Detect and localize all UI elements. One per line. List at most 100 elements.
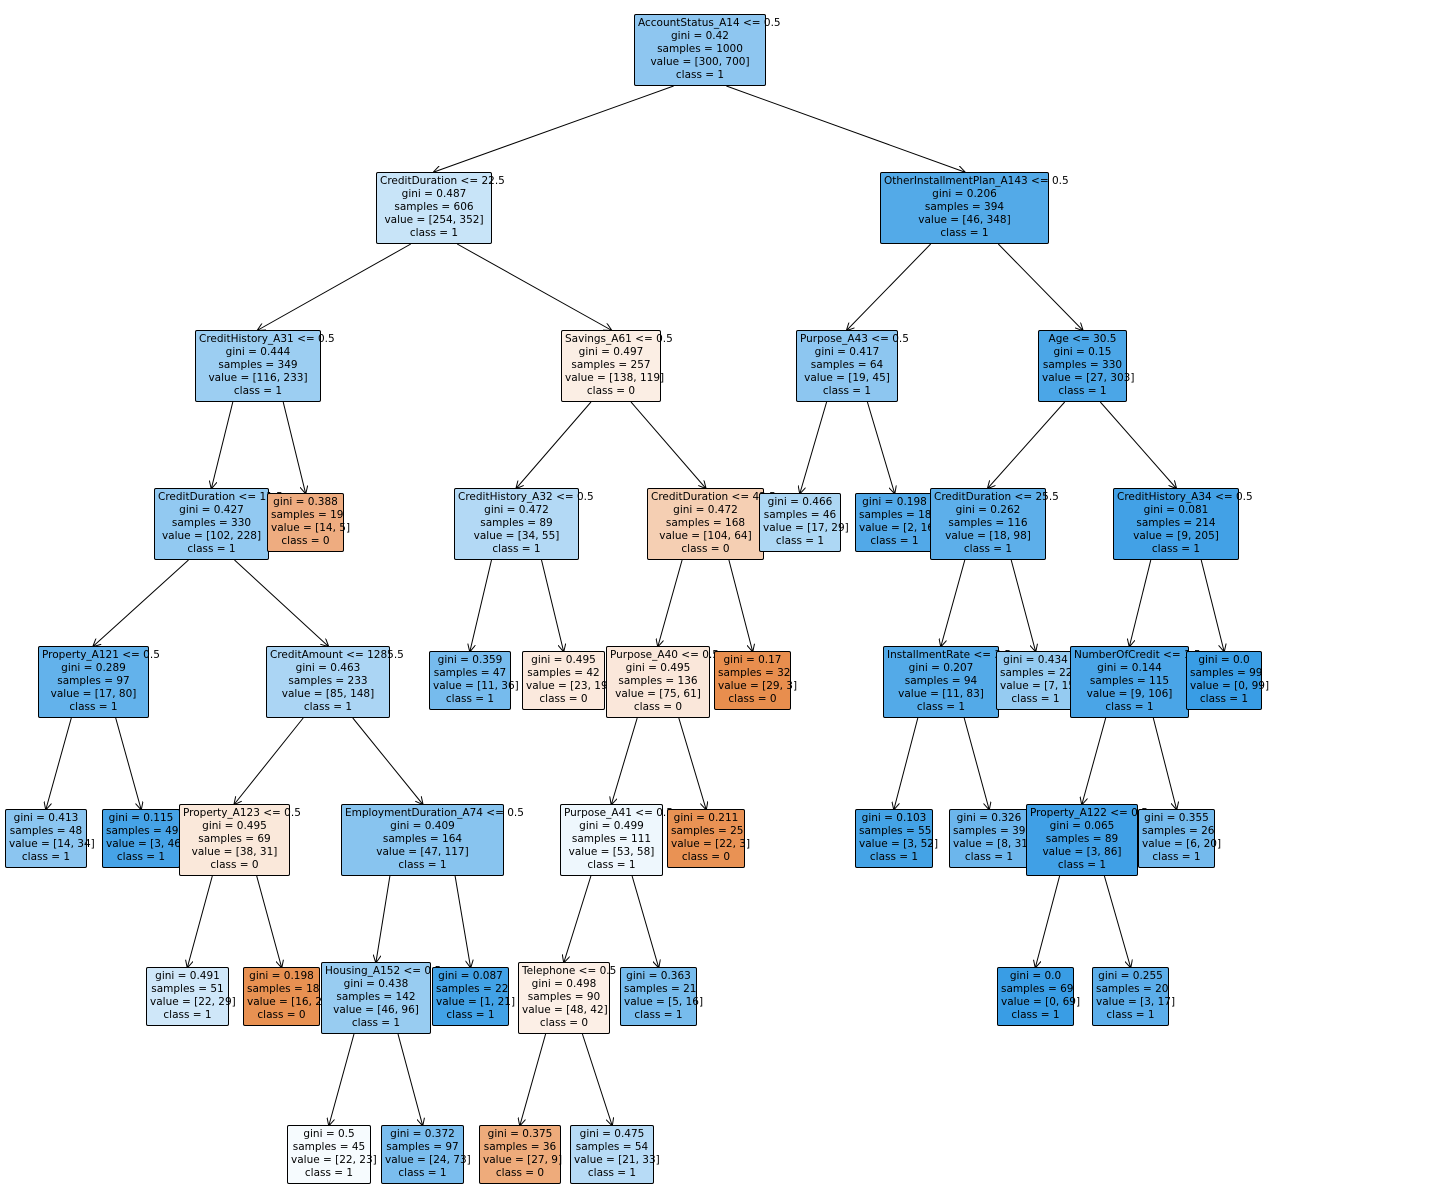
tree-node-line: value = [11, 83] xyxy=(898,688,984,700)
tree-node-line: value = [75, 61] xyxy=(615,688,701,700)
tree-node-line: gini = 0.413 xyxy=(13,812,79,824)
tree-node-line: value = [27, 303] xyxy=(1042,372,1135,384)
tree-node-line: Property_A121 <= 0.5 xyxy=(42,649,160,661)
tree-node-line: samples = 18 xyxy=(859,509,932,521)
tree-node-line: samples = 39 xyxy=(953,825,1026,837)
tree-node-line: value = [138, 119] xyxy=(565,372,665,384)
tree-node-line: AccountStatus_A14 <= 0.5 xyxy=(638,17,781,29)
tree-node-line: class = 1 xyxy=(445,693,495,705)
tree-node-line: class = 1 xyxy=(940,227,989,239)
tree-node-line: value = [8, 31] xyxy=(953,838,1033,850)
tree-node-line: samples = 142 xyxy=(336,991,416,1003)
tree-node-line: class = 1 xyxy=(675,69,725,81)
tree-node-line: value = [38, 31] xyxy=(191,846,278,858)
tree-node-line: value = [18, 98] xyxy=(945,530,1031,542)
tree-node-line: class = 1 xyxy=(303,701,353,713)
tree-node-line: value = [29, 3] xyxy=(718,680,798,692)
tree-node-line: gini = 0.326 xyxy=(956,812,1022,824)
tree-node-line: gini = 0.0 xyxy=(1198,654,1250,666)
tree-node-line: samples = 349 xyxy=(218,359,298,371)
tree-node-line: class = 1 xyxy=(1105,701,1154,713)
tree-node-line: samples = 25 xyxy=(671,825,744,837)
tree-node-line: samples = 97 xyxy=(386,1141,459,1153)
tree-edge-n19-n30 xyxy=(678,717,706,809)
tree-node-line: samples = 1000 xyxy=(657,43,743,55)
tree-node-line: value = [14, 34] xyxy=(9,838,95,850)
tree-node-line: class = 1 xyxy=(869,851,919,863)
tree-node-line: gini = 0.207 xyxy=(908,662,974,674)
tree-edge-n29-n40 xyxy=(631,875,658,967)
tree-node-line: value = [0, 69] xyxy=(1001,996,1081,1008)
tree-node-line: gini = 0.472 xyxy=(484,504,549,516)
tree-node-line: samples = 18 xyxy=(247,983,320,995)
tree-node-line: gini = 0.262 xyxy=(955,504,1021,516)
tree-edge-n23-n34 xyxy=(1152,717,1176,809)
tree-edge-n4-n9 xyxy=(517,401,592,488)
tree-node-line: gini = 0.495 xyxy=(625,662,691,674)
tree-node-line: value = [24, 73] xyxy=(385,1154,471,1166)
tree-node-line: value = [1, 21] xyxy=(436,996,516,1008)
tree-node-line: samples = 233 xyxy=(288,675,368,687)
tree-node-line: samples = 69 xyxy=(1001,983,1074,995)
tree-node-line: samples = 136 xyxy=(618,675,698,687)
tree-node-line: samples = 116 xyxy=(948,517,1028,529)
tree-node-line: class = 1 xyxy=(21,851,71,863)
tree-edge-n21-n32 xyxy=(963,717,989,809)
tree-node-line: samples = 26 xyxy=(1142,825,1215,837)
tree-node-line: class = 1 xyxy=(963,543,1013,555)
tree-node-line: value = [116, 233] xyxy=(208,372,308,384)
tree-edge-n10-n20 xyxy=(728,559,753,651)
tree-edge-n27-n35 xyxy=(188,875,213,967)
tree-node-line: gini = 0.495 xyxy=(202,820,267,832)
tree-node-line: value = [3, 46] xyxy=(106,838,186,850)
tree-node-line: samples = 94 xyxy=(904,675,978,687)
tree-node-line: gini = 0.206 xyxy=(932,188,997,200)
tree-node-line: gini = 0.363 xyxy=(626,970,691,982)
tree-node-line: samples = 394 xyxy=(924,201,1005,213)
tree-node-line: samples = 21 xyxy=(624,983,697,995)
tree-edge-n5-n11 xyxy=(800,401,828,493)
tree-node-line: gini = 0.42 xyxy=(670,30,729,42)
tree-node-line: value = [23, 19] xyxy=(526,680,612,692)
tree-edge-n2-n5 xyxy=(847,243,932,330)
tree-node-line: value = [3, 86] xyxy=(1042,846,1122,858)
tree-node-line: class = 1 xyxy=(1199,693,1249,705)
tree-node-line: class = 1 xyxy=(304,1167,354,1179)
tree-node-line: value = [3, 17] xyxy=(1096,996,1176,1008)
tree-node-line: class = 0 xyxy=(495,1167,545,1179)
tree-node-line: samples = 48 xyxy=(9,825,83,837)
tree-node-line: class = 1 xyxy=(398,1167,447,1179)
tree-node-line: value = [22, 29] xyxy=(150,996,236,1008)
tree-edge-n15-n25 xyxy=(46,717,72,809)
tree-node-line: class = 1 xyxy=(1057,859,1107,871)
tree-node-line: gini = 0.198 xyxy=(862,496,927,508)
tree-node-line: samples = 330 xyxy=(1042,359,1123,371)
tree-node-line: gini = 0.497 xyxy=(578,346,644,358)
tree-node-line: gini = 0.409 xyxy=(390,820,455,832)
tree-node-line: gini = 0.103 xyxy=(861,812,927,824)
tree-edge-n39-n45 xyxy=(520,1033,547,1125)
tree-node-line: CreditAmount <= 1285.5 xyxy=(270,649,404,661)
tree-node-line: Age <= 30.5 xyxy=(1048,333,1117,345)
tree-node-line: samples = 69 xyxy=(198,833,271,845)
tree-edge-n3-n8 xyxy=(282,401,305,493)
tree-node-line: samples = 47 xyxy=(433,667,507,679)
